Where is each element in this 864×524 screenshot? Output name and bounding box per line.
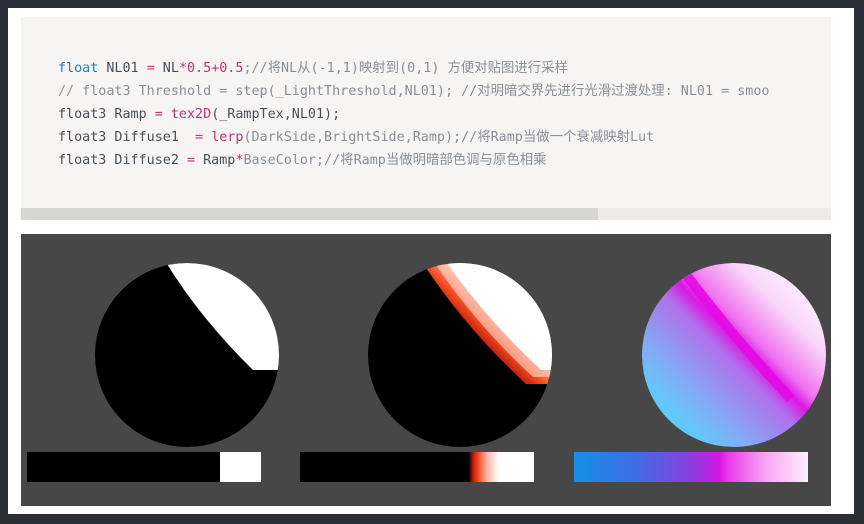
shader-preview-image	[21, 234, 831, 506]
code-token: =	[195, 130, 204, 145]
code-block: float NL01 = NL*0.5+0.5;//将NL从(-1,1)映射到(…	[21, 17, 831, 220]
code-token: *	[178, 61, 187, 76]
code-token: float3 Diffuse2	[58, 153, 187, 168]
horizontal-scrollbar[interactable]	[21, 208, 831, 220]
ramp-1-light	[220, 452, 261, 482]
scrollbar-thumb[interactable]	[21, 208, 598, 220]
code-token: // float3 Threshold = step(_LightThresho…	[58, 84, 770, 99]
code-line: float3 Diffuse2 = Ramp*BaseColor;//将Ramp…	[58, 149, 770, 172]
code-line: float3 Ramp = tex2D(_RampTex,NL01);	[58, 103, 770, 126]
code-token: 0.5	[187, 61, 212, 76]
code-token: =	[154, 107, 163, 122]
ramp-texture-3	[574, 452, 808, 482]
code-token: Ramp	[195, 153, 236, 168]
code-lines: float NL01 = NL*0.5+0.5;//将NL从(-1,1)映射到(…	[58, 57, 770, 172]
sphere-renders	[27, 263, 826, 482]
code-token: float3 Ramp	[58, 107, 155, 122]
code-token: lerp	[211, 130, 244, 145]
code-token: +	[211, 61, 220, 76]
sphere-red-edge	[368, 263, 552, 447]
code-token: tex2D	[170, 107, 212, 122]
code-token	[203, 130, 211, 145]
code-token: NL01	[98, 61, 147, 76]
code-token: (DarkSide,BrightSide,Ramp);//将Ramp当做一个衰减…	[243, 130, 655, 145]
code-token: =	[146, 61, 155, 76]
code-token: float	[58, 61, 99, 76]
code-token: 0.5	[219, 61, 244, 76]
code-line: float NL01 = NL*0.5+0.5;//将NL从(-1,1)映射到(…	[58, 57, 770, 80]
code-line: float3 Diffuse1 = lerp(DarkSide,BrightSi…	[58, 126, 770, 149]
code-token: ;//将NL从(-1,1)映射到(0,1) 方便对贴图进行采样	[243, 61, 568, 76]
ramp-texture-2	[300, 452, 534, 482]
code-line: // float3 Threshold = step(_LightThresho…	[58, 80, 770, 103]
code-token: BaseColor;//将Ramp当做明暗部色调与原色相乘	[243, 153, 547, 168]
code-token: =	[187, 153, 196, 168]
code-token: *	[235, 153, 244, 168]
code-token	[163, 107, 171, 122]
sphere-hard-step	[95, 263, 279, 447]
code-token: NL	[154, 61, 179, 76]
code-token: (_RampTex,NL01);	[211, 107, 341, 122]
sphere-blue-magenta	[642, 263, 826, 447]
code-token: float3 Diffuse1	[58, 130, 196, 145]
